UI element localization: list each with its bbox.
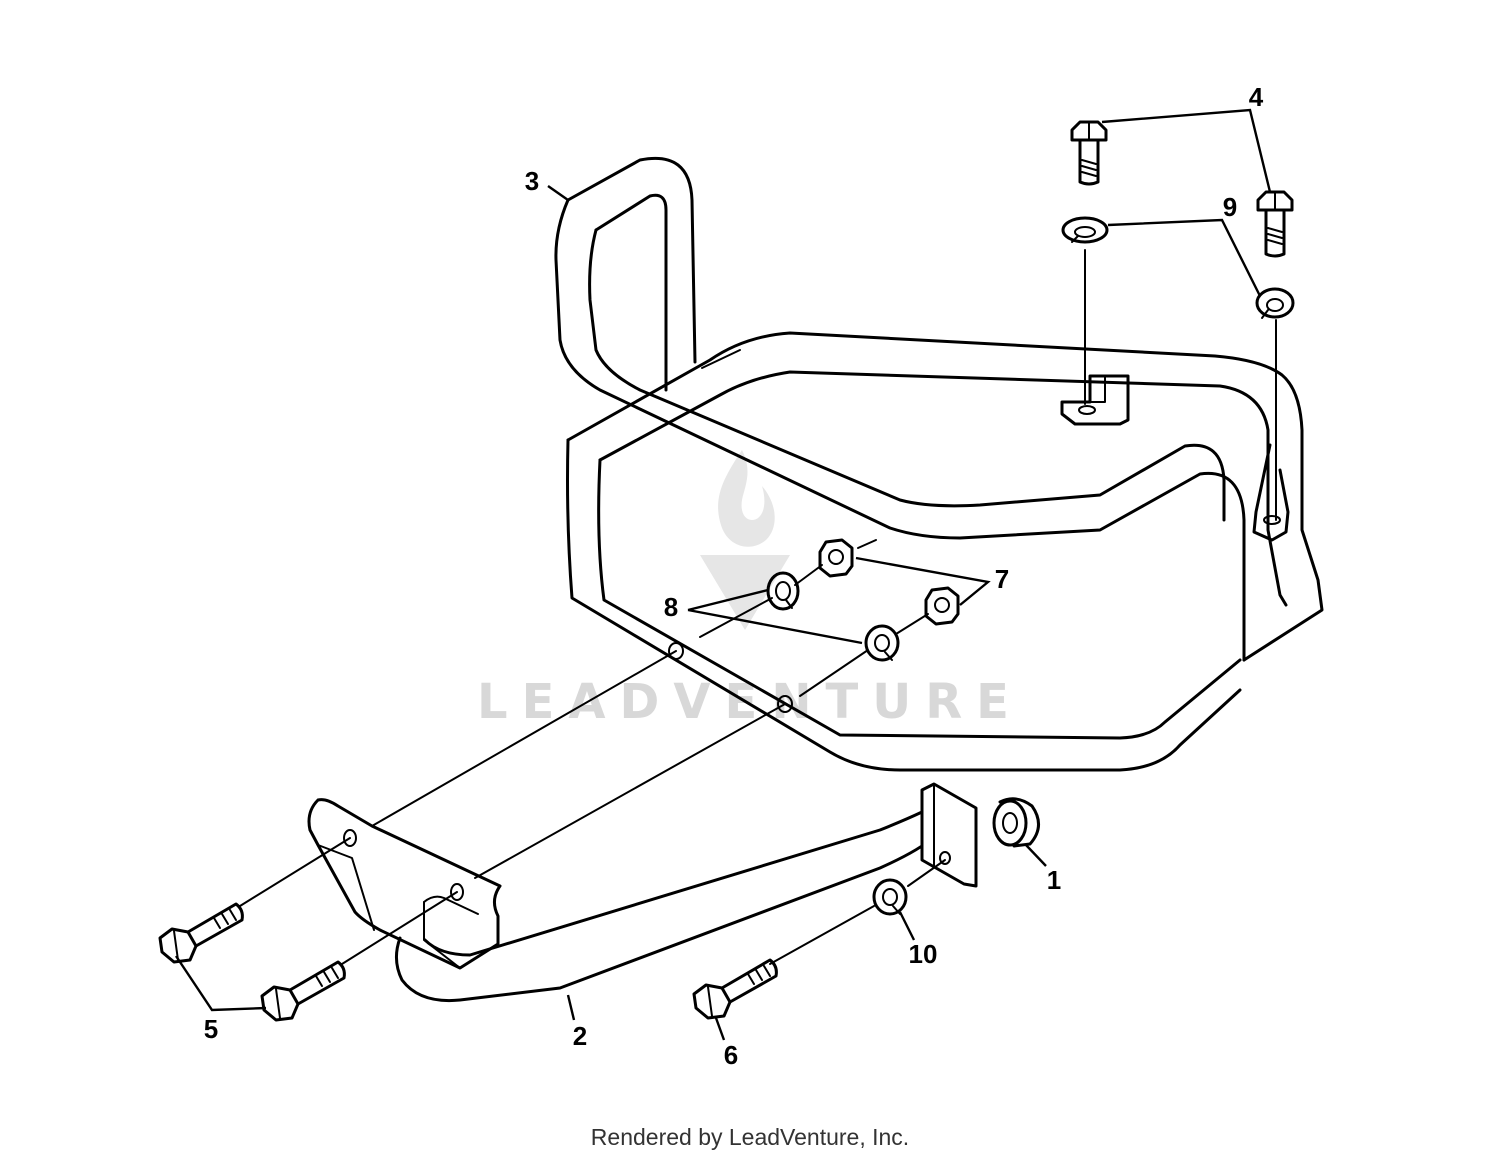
callout-2: 2 xyxy=(573,1021,587,1051)
watermark-text: LEADVENTURE xyxy=(477,674,1023,730)
callout-9: 9 xyxy=(1223,192,1237,222)
lock-washer-8-top xyxy=(766,571,800,611)
callout-7: 7 xyxy=(995,564,1009,594)
spacer-1 xyxy=(992,797,1040,848)
bumper-guard xyxy=(554,156,1324,772)
callout-8: 8 xyxy=(664,592,678,622)
callout-3: 3 xyxy=(525,166,539,196)
assembly-centerlines xyxy=(371,539,929,879)
lock-washer-10 xyxy=(769,859,946,965)
watermark: LEADVENTURE xyxy=(477,450,1023,730)
hex-bolt-4-right xyxy=(1256,190,1294,521)
callout-labels: 4 9 3 7 8 1 10 2 6 5 xyxy=(204,82,1264,1070)
bumper-hole-upper xyxy=(668,642,684,660)
lock-washer-9-left xyxy=(1061,216,1109,244)
hex-nut-7-top xyxy=(818,538,854,578)
mounting-plate xyxy=(920,782,978,888)
bumper-hole-lower xyxy=(777,695,793,713)
mounting-bracket-left xyxy=(1060,374,1130,426)
callout-6: 6 xyxy=(724,1040,738,1070)
hex-bolt-5-lower xyxy=(260,891,458,1022)
callout-1: 1 xyxy=(1047,865,1061,895)
callout-5: 5 xyxy=(204,1014,218,1044)
hex-bolt-5-upper xyxy=(158,837,351,964)
callout-4: 4 xyxy=(1249,82,1264,112)
render-credit: Rendered by LeadVenture, Inc. xyxy=(590,1124,910,1150)
hex-bolt-6 xyxy=(692,958,778,1020)
hex-nut-7-bottom xyxy=(924,586,960,626)
mounting-bracket-right xyxy=(1252,443,1290,542)
lock-washer-8-bottom xyxy=(864,624,900,662)
hex-bolt-4-left xyxy=(1070,120,1108,405)
callout-10: 10 xyxy=(909,939,938,969)
hitch-bracket xyxy=(307,798,944,1003)
lock-washer-9-right xyxy=(1255,287,1295,319)
leader-lines xyxy=(175,108,1272,1041)
